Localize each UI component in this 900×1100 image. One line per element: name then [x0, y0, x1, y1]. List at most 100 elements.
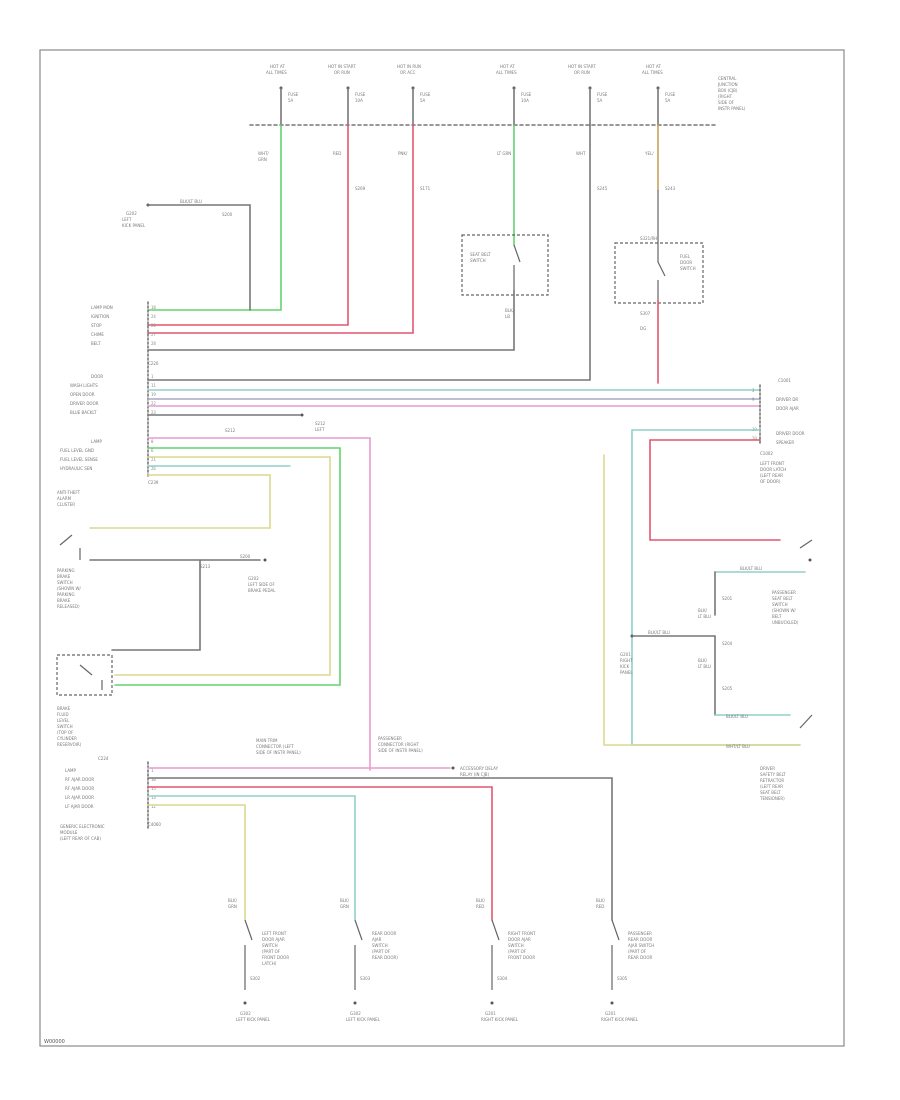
svg-text:28: 28 [151, 341, 156, 346]
svg-text:BLUE BACKLT: BLUE BACKLT [70, 410, 97, 415]
svg-text:26: 26 [151, 466, 156, 471]
svg-text:RIGHT: RIGHT [620, 658, 633, 663]
svg-text:WHT/: WHT/ [258, 151, 269, 156]
svg-text:INSTR PANEL): INSTR PANEL) [718, 106, 746, 111]
svg-text:S303: S303 [360, 976, 371, 981]
svg-text:S245: S245 [597, 186, 608, 191]
svg-text:REAR DOOR: REAR DOOR [628, 937, 652, 942]
svg-text:FUEL LEVEL GND: FUEL LEVEL GND [60, 448, 94, 453]
svg-text:RELAY (IN CJB): RELAY (IN CJB) [460, 772, 489, 777]
svg-text:TENSIONER): TENSIONER) [759, 796, 785, 801]
svg-text:LEFT FRONT: LEFT FRONT [262, 931, 287, 936]
svg-text:27: 27 [151, 332, 156, 337]
svg-text:SEAT BELT: SEAT BELT [772, 596, 793, 601]
wire-right-red [649, 439, 781, 541]
svg-text:DOOR: DOOR [91, 374, 103, 379]
svg-text:5A: 5A [288, 98, 294, 103]
instrument-cluster-connector: LAMP MON IGNITION STOP CHIME BELT DOOR W… [60, 301, 159, 485]
svg-text:RESERVOIR): RESERVOIR) [57, 742, 82, 747]
svg-text:BELT: BELT [772, 614, 782, 619]
svg-text:BLK/: BLK/ [476, 898, 486, 903]
svg-text:1: 1 [151, 768, 154, 773]
svg-text:RED: RED [333, 151, 341, 156]
svg-text:5A: 5A [665, 98, 671, 103]
svg-text:(LEFT REAR: (LEFT REAR [760, 473, 783, 478]
svg-text:S212: S212 [225, 428, 236, 433]
svg-text:20: 20 [151, 323, 156, 328]
svg-text:LAMP: LAMP [91, 439, 103, 444]
svg-text:15: 15 [151, 786, 156, 791]
svg-text:LAMP: LAMP [65, 768, 77, 773]
svg-text:BLK/LT BLU: BLK/LT BLU [648, 630, 670, 635]
svg-text:HOT IN RUN: HOT IN RUN [397, 64, 421, 69]
svg-text:LATCH): LATCH) [262, 961, 277, 966]
svg-text:ALL TIMES: ALL TIMES [642, 70, 663, 75]
svg-text:19: 19 [151, 392, 156, 397]
svg-text:YEL/: YEL/ [644, 151, 654, 156]
door-connector-right: C1001 DRIVER DR DOOR AJAR DRIVER DOOR SP… [752, 378, 805, 484]
svg-text:C220: C220 [148, 361, 159, 366]
svg-text:G302: G302 [240, 1011, 251, 1016]
svg-text:CONNECTOR (LEFT: CONNECTOR (LEFT [256, 744, 294, 749]
svg-text:S269: S269 [355, 186, 366, 191]
svg-text:DRIVER DR: DRIVER DR [776, 397, 798, 402]
svg-text:STOP: STOP [91, 323, 102, 328]
svg-text:LT GRN: LT GRN [497, 151, 511, 156]
svg-text:(SHOWN W/: (SHOWN W/ [57, 586, 81, 591]
svg-text:LB: LB [505, 314, 510, 319]
svg-text:OR RUN: OR RUN [334, 70, 350, 75]
svg-text:DOOR: DOOR [680, 260, 692, 265]
svg-text:9: 9 [752, 397, 755, 402]
svg-text:OR ACC: OR ACC [400, 70, 416, 75]
svg-text:DOOR AJAR: DOOR AJAR [262, 937, 285, 942]
svg-text:G201: G201 [620, 652, 631, 657]
svg-text:24: 24 [151, 314, 156, 319]
svg-text:BRAKE: BRAKE [57, 598, 71, 603]
svg-text:20: 20 [752, 436, 757, 441]
wire-red-feed-1 [147, 124, 349, 326]
svg-text:GENERIC ELECTRONIC: GENERIC ELECTRONIC [60, 824, 105, 829]
svg-text:FUEL: FUEL [680, 254, 691, 259]
svg-text:GRN: GRN [228, 904, 237, 909]
svg-text:ALL TIMES: ALL TIMES [496, 70, 517, 75]
svg-text:BRAKE: BRAKE [57, 706, 71, 711]
svg-text:BLK/LT BLU: BLK/LT BLU [740, 566, 762, 571]
svg-text:23: 23 [151, 410, 156, 415]
svg-text:CHIME: CHIME [91, 332, 104, 337]
svg-text:(LEFT REAR: (LEFT REAR [760, 784, 783, 789]
svg-text:FRONT DOOR: FRONT DOOR [262, 955, 289, 960]
wire-red-feed-2 [147, 124, 414, 334]
svg-text:DRIVER DOOR: DRIVER DOOR [70, 401, 99, 406]
svg-text:AJAR SWITCH: AJAR SWITCH [628, 943, 654, 948]
svg-text:DG: DG [640, 326, 646, 331]
svg-text:LT BLU: LT BLU [698, 664, 711, 669]
svg-text:S243: S243 [665, 186, 676, 191]
svg-text:S305: S305 [617, 976, 628, 981]
svg-text:RIGHT KICK PANEL: RIGHT KICK PANEL [481, 1017, 519, 1022]
svg-text:LEVEL: LEVEL [57, 718, 70, 723]
svg-text:CONNECTOR (RIGHT: CONNECTOR (RIGHT [378, 742, 420, 747]
svg-text:JUNCTION: JUNCTION [717, 82, 738, 87]
svg-text:SEAT BELT: SEAT BELT [760, 790, 781, 795]
svg-text:FUSE: FUSE [597, 92, 608, 97]
svg-text:(SHOWN W/: (SHOWN W/ [772, 608, 796, 613]
svg-text:LR AJAR DOOR: LR AJAR DOOR [65, 795, 94, 800]
svg-text:HOT AT: HOT AT [500, 64, 515, 69]
svg-text:PNK/: PNK/ [398, 151, 408, 156]
svg-text:OPEN DOOR: OPEN DOOR [70, 392, 95, 397]
svg-text:FUSE: FUSE [521, 92, 532, 97]
svg-text:SPEAKER: SPEAKER [776, 440, 794, 445]
svg-text:S321/RH: S321/RH [640, 236, 657, 241]
svg-text:C1002: C1002 [760, 451, 773, 456]
svg-text:ALARM: ALARM [57, 496, 72, 501]
svg-text:(PART OF: (PART OF [372, 949, 391, 954]
wire-lower-rf [147, 777, 613, 921]
